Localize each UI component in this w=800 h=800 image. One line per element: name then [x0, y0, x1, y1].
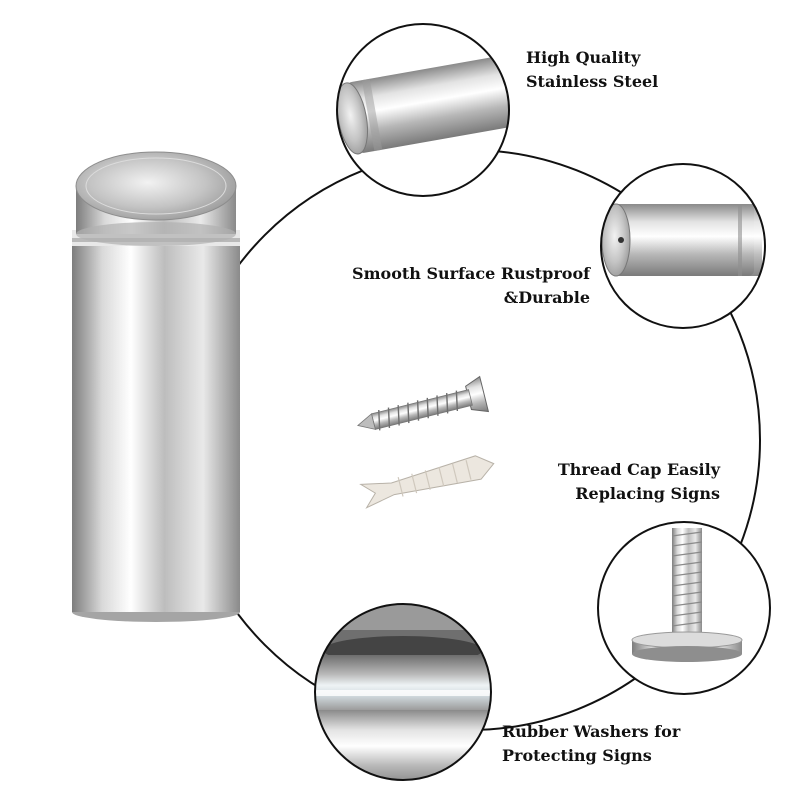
caption-line: Thread Cap Easily [557, 460, 720, 479]
detail-thread-cap [597, 521, 771, 695]
caption-line: Rubber Washers for [502, 722, 681, 741]
detail-stainless-steel [336, 23, 510, 197]
caption-line: Smooth Surface Rustproof [352, 264, 590, 283]
detail-rubber-washer [314, 603, 492, 781]
caption-line: Stainless Steel [526, 72, 659, 91]
caption-line: Replacing Signs [575, 484, 720, 503]
detail-smooth-surface [600, 163, 766, 329]
caption-line: High Quality [526, 48, 641, 67]
screw-and-anchor-accessories [357, 375, 495, 509]
caption-stainless-steel: High Quality Stainless Steel [526, 46, 658, 94]
caption-line: Protecting Signs [502, 746, 652, 765]
caption-smooth-surface: Smooth Surface Rustproof &Durable [352, 262, 590, 310]
caption-rubber-washer: Rubber Washers for Protecting Signs [502, 720, 680, 768]
caption-thread-cap: Thread Cap Easily Replacing Signs [558, 458, 720, 506]
standoff-main-image [72, 151, 240, 622]
caption-line: &Durable [503, 288, 590, 307]
